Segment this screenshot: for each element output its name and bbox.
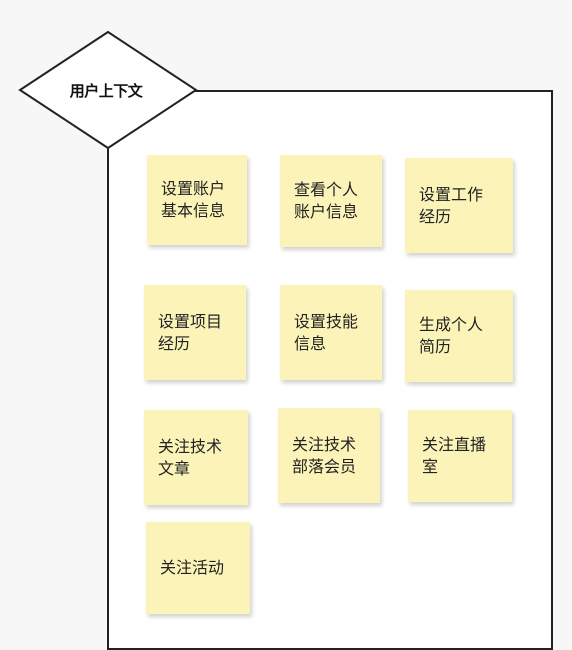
sticky-note-follow-tribe-members[interactable]: 关注技术 部落会员 [278,408,380,503]
note-text: 生成个人 简历 [419,315,484,356]
note-text: 查看个人 账户信息 [294,180,359,221]
note-text: 关注直播 室 [422,435,487,476]
sticky-note-generate-resume[interactable]: 生成个人 简历 [405,290,513,382]
note-text: 设置工作 经历 [419,184,484,226]
note-text: 设置账户 基本信息 [161,179,226,220]
sticky-note-set-project-experience[interactable]: 设置项目 经历 [144,285,246,380]
note-text: 关注技术 文章 [158,436,223,478]
sticky-note-follow-tech-articles[interactable]: 关注技术 文章 [144,410,248,505]
note-text: 关注活动 [160,558,225,577]
sticky-note-set-work-experience[interactable]: 设置工作 经历 [405,158,513,253]
sticky-note-follow-events[interactable]: 关注活动 [146,522,250,614]
sticky-note-follow-live-room[interactable]: 关注直播 室 [408,410,512,502]
sticky-note-set-account-basic-info[interactable]: 设置账户 基本信息 [147,155,247,245]
sticky-note-set-skill-info[interactable]: 设置技能 信息 [280,285,382,380]
note-text: 关注技术 部落会员 [292,434,357,476]
note-text: 设置技能 信息 [294,311,359,353]
sticky-note-view-account-info[interactable]: 查看个人 账户信息 [280,155,382,247]
context-title: 用户上下文 [69,81,143,100]
note-text: 设置项目 经历 [158,311,223,353]
context-diamond-shape [18,30,198,150]
